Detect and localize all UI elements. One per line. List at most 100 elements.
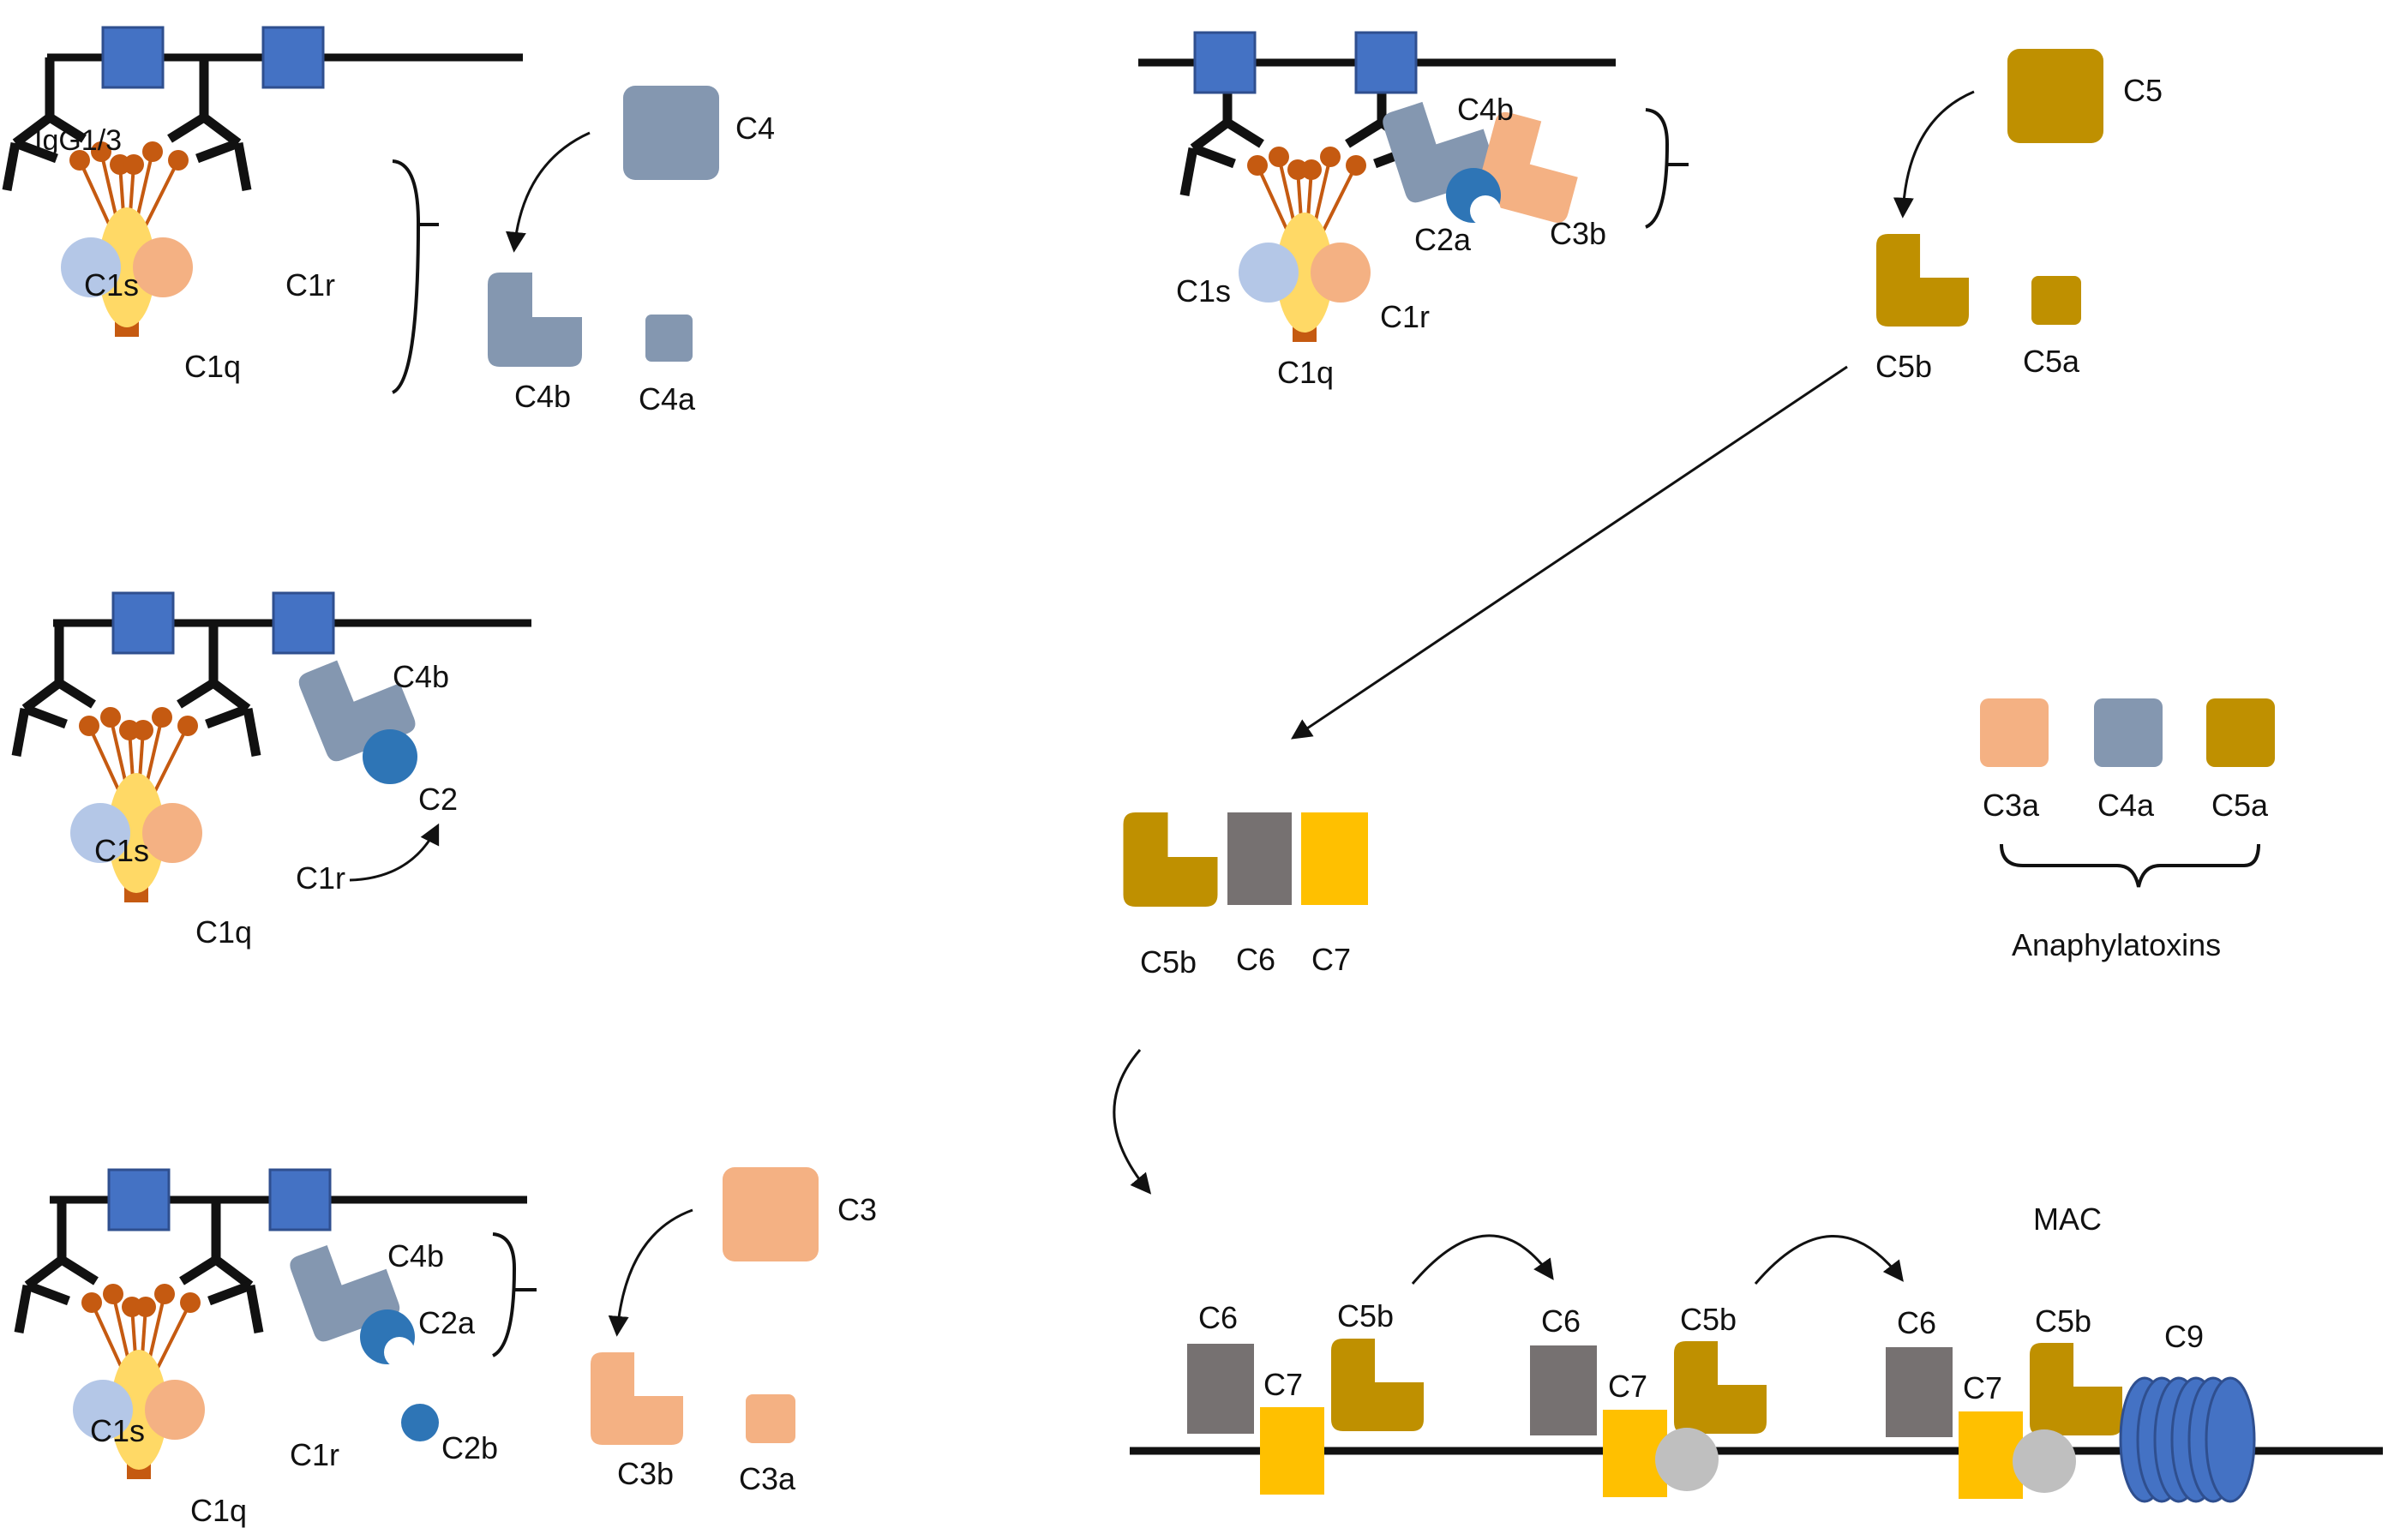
bracket xyxy=(491,1232,517,1357)
c6-block xyxy=(1227,812,1292,905)
c6-block xyxy=(1530,1345,1597,1435)
c1r-label: C1r xyxy=(1380,299,1430,334)
reaction-arrow-icon xyxy=(608,1208,693,1337)
c1q-label: C1q xyxy=(184,349,241,384)
igg-label: IgG1/3 xyxy=(34,124,122,157)
c1q-label: C1q xyxy=(195,914,252,950)
anaphylatoxins-label: Anaphylatoxins xyxy=(2012,927,2221,962)
c5b-block xyxy=(2030,1343,2122,1435)
c3-block xyxy=(723,1167,819,1261)
c5b-label: C5b xyxy=(1680,1302,1737,1337)
bracket xyxy=(391,159,421,394)
antigen-square-icon xyxy=(1193,31,1257,94)
c5b-block xyxy=(1331,1339,1424,1431)
panel-6-mac-assembly: MAC C6 C7 C5b C6 C7 C5b C6 C xyxy=(1130,1201,2383,1503)
reaction-arrow-icon xyxy=(1754,1235,1904,1285)
c4-label: C4 xyxy=(735,111,775,146)
reaction-arrow-icon xyxy=(349,823,440,882)
c1s-label: C1s xyxy=(84,267,139,303)
panel-3-c3-cleavage: C4b C2a C2b C1s C1r C1q C3 C3b C3a xyxy=(19,1167,877,1528)
panel-2-c2-binding: C4b C2 C1s C1r C1q xyxy=(16,591,531,950)
c4a-label: C4a xyxy=(2097,788,2155,823)
c7-label: C7 xyxy=(1263,1367,1303,1402)
c5-block xyxy=(2007,49,2103,143)
c1s-label: C1s xyxy=(1176,273,1231,309)
c2-circle xyxy=(363,729,417,784)
c1r-label: C1r xyxy=(290,1437,339,1472)
panel-5-c5b67: C5b C6 C7 xyxy=(1113,812,1368,1195)
c5b-block xyxy=(1674,1341,1767,1434)
panel-1-c1-activation: IgG1/3 C1s C1r C1q C4 C4b C4a xyxy=(7,26,775,416)
c1s-label: C1s xyxy=(90,1413,145,1448)
antigen-square-icon xyxy=(272,591,335,655)
c3a-label: C3a xyxy=(739,1461,796,1496)
c3a-block xyxy=(1980,698,2049,767)
antigen-square-icon xyxy=(107,1168,171,1231)
c2-label: C2 xyxy=(418,782,458,817)
c9-label: C9 xyxy=(2164,1319,2204,1354)
c4-block xyxy=(623,86,719,180)
antigen-square-icon xyxy=(268,1168,332,1231)
c2a-label: C2a xyxy=(418,1305,476,1340)
c6-block xyxy=(1187,1344,1254,1434)
c5a-block xyxy=(2206,698,2275,767)
mac-title: MAC xyxy=(2033,1201,2102,1237)
c2a-icon xyxy=(1446,168,1501,226)
c5b-block xyxy=(1123,812,1218,907)
c4b-label: C4b xyxy=(393,659,449,694)
panel-4-c5-convertase: C4b C2a C3b C1s C1r C1q C5 C5b C5a xyxy=(1138,31,2163,740)
mac-pore-icon xyxy=(2119,1376,2256,1503)
c3-label: C3 xyxy=(837,1192,877,1227)
reaction-arrow-icon xyxy=(1893,90,1975,219)
c2a-label: C2a xyxy=(1414,222,1472,257)
c2b-label: C2b xyxy=(441,1430,498,1465)
c1q-label: C1q xyxy=(190,1493,247,1528)
c7-block xyxy=(1301,812,1368,905)
c8-circle xyxy=(2013,1429,2076,1493)
antigen-square-icon xyxy=(101,26,165,89)
c6-label: C6 xyxy=(1541,1303,1581,1339)
reaction-arrow-icon xyxy=(1411,1234,1554,1285)
reaction-arrow-icon xyxy=(1113,1049,1152,1195)
antigen-square-icon xyxy=(261,26,325,89)
c5b-label: C5b xyxy=(1875,349,1932,384)
c4a-label: C4a xyxy=(639,381,696,416)
c5b-block xyxy=(1876,234,1969,327)
c4a-block xyxy=(2094,698,2163,767)
c3a-label: C3a xyxy=(1983,788,2040,823)
c4a-block xyxy=(645,315,693,362)
c6-label: C6 xyxy=(1198,1300,1238,1335)
c4b-label: C4b xyxy=(1457,92,1514,127)
reaction-arrow-icon xyxy=(1291,365,1848,740)
c2b-circle xyxy=(401,1404,439,1441)
c7-label: C7 xyxy=(1963,1370,2002,1405)
bracket xyxy=(1645,108,1670,229)
reaction-arrow-icon xyxy=(505,131,591,253)
c1q-label: C1q xyxy=(1277,355,1334,390)
c7-block xyxy=(1260,1407,1324,1495)
c6-block xyxy=(1886,1347,1953,1437)
c1r-label: C1r xyxy=(285,267,335,303)
c5a-block xyxy=(2031,276,2081,325)
c6-label: C6 xyxy=(1897,1305,1936,1340)
c3b-label: C3b xyxy=(617,1456,674,1491)
c6-label: C6 xyxy=(1236,942,1275,977)
c3b-block xyxy=(591,1352,683,1445)
anaphylatoxins-group: C3a C4a C5a Anaphylatoxins xyxy=(1980,698,2275,962)
c5b-label: C5b xyxy=(1337,1298,1394,1333)
c8-circle xyxy=(1655,1428,1719,1491)
c7-label: C7 xyxy=(1608,1369,1647,1404)
c5-label: C5 xyxy=(2123,73,2163,108)
c1s-label: C1s xyxy=(94,833,149,868)
c2a-icon xyxy=(360,1309,415,1368)
c5b-label: C5b xyxy=(2035,1303,2091,1339)
c5b-label: C5b xyxy=(1140,944,1197,980)
c3a-block xyxy=(746,1394,795,1443)
c7-label: C7 xyxy=(1311,942,1351,977)
c7-block xyxy=(1959,1411,2023,1499)
antigen-square-icon xyxy=(111,591,175,655)
c4b-block xyxy=(488,273,582,367)
c1r-label: C1r xyxy=(296,860,345,896)
c4b-label: C4b xyxy=(387,1238,444,1273)
